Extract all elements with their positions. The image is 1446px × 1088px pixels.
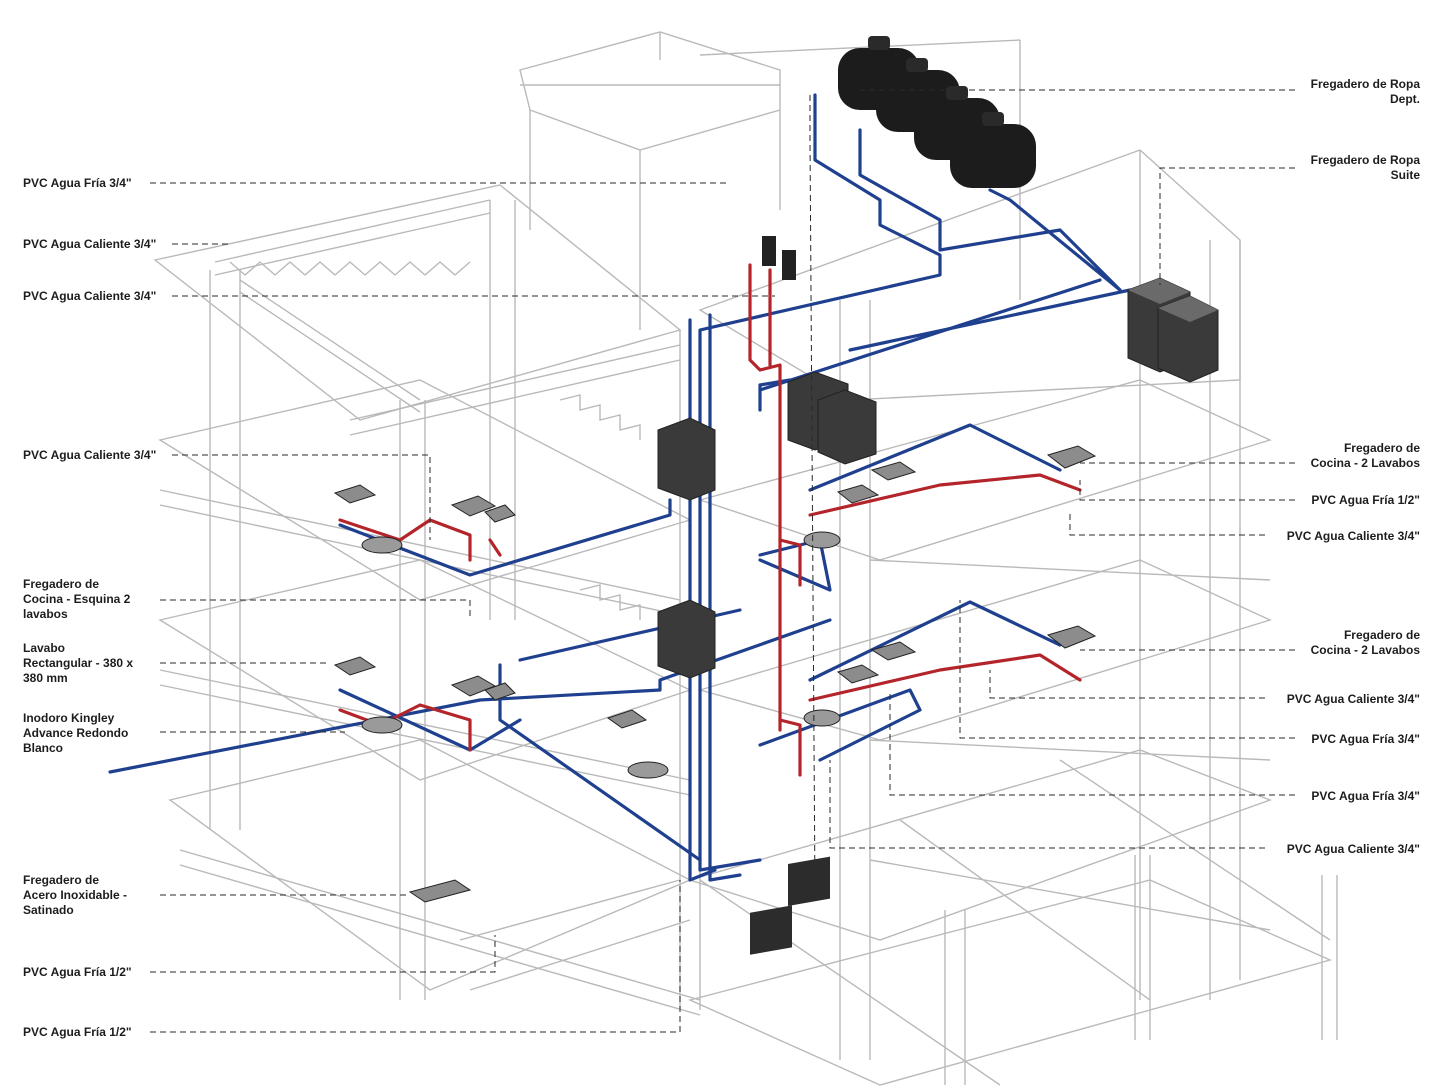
label-pvc-cold-1-2-right: PVC Agua Fría 1/2" bbox=[1311, 493, 1420, 507]
label-pvc-cold-3-4-right-b: PVC Agua Fría 3/4" bbox=[1311, 789, 1420, 803]
floor-slab-mid-right bbox=[697, 379, 1272, 561]
toilet-lower-left bbox=[361, 716, 403, 734]
label-pvc-hot-3-4-b: PVC Agua Caliente 3/4" bbox=[23, 289, 157, 303]
label-steel-sink: Fregadero de Acero Inoxidable - Satinado bbox=[23, 873, 128, 917]
water-heater-1 bbox=[762, 236, 776, 266]
label-pvc-cold-1-2-a: PVC Agua Fría 1/2" bbox=[23, 965, 132, 979]
toilet-ground bbox=[627, 761, 669, 779]
laundry-sink-left-2 bbox=[657, 599, 716, 679]
leader-lines bbox=[150, 89, 1295, 1033]
cistern-box-2 bbox=[750, 905, 792, 955]
laundry-sink-suite-2 bbox=[1157, 295, 1219, 383]
water-tanks bbox=[762, 36, 1036, 280]
cold-water-pipes bbox=[108, 93, 1132, 882]
water-heater-2 bbox=[782, 250, 796, 280]
label-pvc-hot-3-4-right-c: PVC Agua Caliente 3/4" bbox=[1286, 842, 1420, 856]
laundry-sink-left-1 bbox=[657, 417, 716, 501]
basin-mid-lower bbox=[836, 664, 880, 684]
label-kitchen-sink-lower: Fregadero de Cocina - 2 Lavabos bbox=[1310, 628, 1420, 657]
basin-left-ground bbox=[606, 709, 648, 729]
cistern-box-1 bbox=[788, 856, 830, 907]
hot-water-pipes bbox=[338, 263, 1082, 777]
kitchen-sink-right-upper bbox=[1046, 445, 1097, 469]
stair-upper bbox=[559, 394, 641, 620]
corner-sink-upper-2 bbox=[484, 504, 516, 523]
label-pvc-cold-3-4-top: PVC Agua Fría 3/4" bbox=[23, 176, 132, 190]
floor-slab-ground-left bbox=[168, 739, 692, 991]
basin-upper-left bbox=[333, 484, 377, 504]
steel-sink-ground bbox=[408, 879, 472, 903]
roof-tower bbox=[519, 31, 781, 151]
corner-sink-lower-2 bbox=[484, 682, 516, 701]
label-corner-kitchen-sink: Fregadero de Cocina - Esquina 2 lavabos bbox=[23, 577, 131, 621]
label-toilet: Inodoro Kingley Advance Redondo Blanco bbox=[23, 711, 129, 755]
floor-slab-top-left bbox=[153, 184, 682, 421]
label-pvc-cold-1-2-b: PVC Agua Fría 1/2" bbox=[23, 1025, 132, 1039]
label-laundry-sink-dept: Fregadero de Ropa Dept. bbox=[1310, 77, 1420, 106]
floor-slab-ground-right bbox=[687, 749, 1273, 941]
fixtures bbox=[333, 277, 1219, 955]
laundry-sink-dept-2 bbox=[817, 389, 877, 465]
label-kitchen-sink-upper: Fregadero de Cocina - 2 Lavabos bbox=[1310, 441, 1420, 470]
toilet-upper-right bbox=[803, 531, 841, 549]
basin-lower-left bbox=[333, 656, 377, 676]
label-pvc-hot-3-4-a: PVC Agua Caliente 3/4" bbox=[23, 237, 157, 251]
label-laundry-sink-suite: Fregadero de Ropa Suite bbox=[1310, 153, 1420, 182]
corner-sink-upper-1 bbox=[450, 495, 497, 517]
basin-mid-upper bbox=[836, 484, 880, 504]
kitchen-sink-right-lower bbox=[1046, 625, 1097, 649]
label-pvc-hot-3-4-c: PVC Agua Caliente 3/4" bbox=[23, 448, 157, 462]
building-frame bbox=[153, 31, 1338, 1086]
basin-right-lower bbox=[870, 641, 917, 661]
water-tank-4 bbox=[950, 112, 1036, 188]
toilet-upper-left bbox=[361, 536, 403, 554]
roof-truss-left bbox=[214, 199, 681, 436]
floor-slab-base-right bbox=[687, 879, 1333, 1086]
label-rectangular-basin: Lavabo Rectangular - 380 x 380 mm bbox=[23, 641, 134, 685]
toilet-lower-right bbox=[803, 709, 841, 727]
label-pvc-hot-3-4-right-b: PVC Agua Caliente 3/4" bbox=[1286, 692, 1420, 706]
basin-right-upper bbox=[870, 461, 917, 481]
label-pvc-hot-3-4-right-a: PVC Agua Caliente 3/4" bbox=[1286, 529, 1420, 543]
label-pvc-cold-3-4-right-a: PVC Agua Fría 3/4" bbox=[1311, 732, 1420, 746]
